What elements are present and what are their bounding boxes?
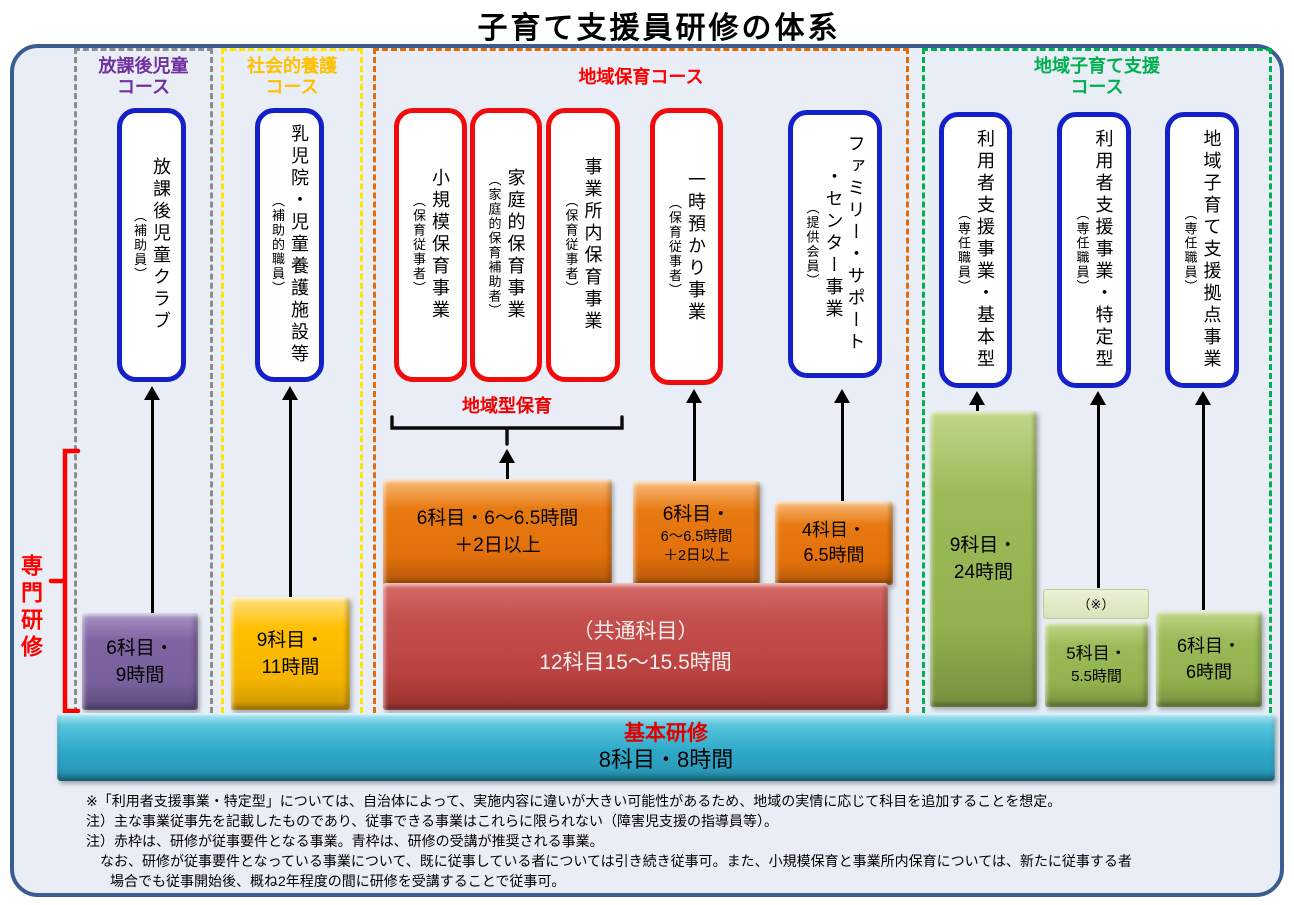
program-role: （専任職員）: [956, 206, 971, 294]
program-name: ファミリー・サポート ・センター事業: [823, 134, 866, 354]
training-box-support-specific-line1: 5科目・: [1066, 644, 1127, 663]
program-box-home-childcare: 家庭的保育事業（家庭的保育補助者）: [470, 108, 542, 382]
red-bracket-icon: [48, 448, 81, 714]
program-name: 家庭的保育事業: [505, 168, 526, 322]
program-box-user-support-basic: 利用者支援事業・基本型 （専任職員）: [939, 112, 1012, 388]
arrow-temporary-icon: [686, 389, 702, 481]
footnote-line: 注）主な事業従事先を記載したものであり、従事できる事業はこれらに限られない（障害…: [86, 813, 779, 829]
program-box-family-support-center: ファミリー・サポート ・センター事業（提供会員）: [788, 110, 882, 378]
arrow-after-school-icon: [144, 386, 160, 613]
training-box-after-school: 6科目・ 9時間: [82, 613, 198, 710]
program-name: 事業所内保育事業: [582, 157, 603, 333]
program-name: 乳児院・児童養護施設等: [289, 124, 309, 366]
footnote-line: 注）赤枠は、研修が従事要件となる事業。青枠は、研修の受講が推奨される事業。: [86, 833, 604, 849]
section-regional-support-label: 地域子育て支援 コース: [1034, 56, 1160, 97]
section-social-care-label: 社会的養護 コース: [247, 56, 337, 97]
specialized-training-label: 専門研修: [18, 554, 43, 662]
program-role: （専任職員）: [1182, 206, 1198, 294]
program-name: 地域子育て支援拠点事業: [1201, 129, 1222, 371]
program-role: （補助的職員）: [270, 194, 285, 296]
arrow-social-care-icon: [282, 386, 298, 597]
training-box-support-specific: 5科目・ 5.5時間: [1045, 622, 1148, 707]
page-title: 子育て支援員研修の体系: [477, 12, 841, 45]
arrow-community-base-icon: [1195, 391, 1211, 610]
footnotes: ※「利用者支援事業・特定型」については、自治体によって、実施内容に違いが大きい可…: [86, 791, 1266, 891]
training-box-social-care: 9科目・ 11時間: [231, 597, 350, 710]
section-after-school-label: 放課後児童 コース: [98, 56, 189, 97]
basic-training-bar: 基本研修 8科目・8時間: [57, 713, 1275, 781]
program-name: 一時預かり事業: [686, 169, 706, 324]
program-box-temporary-childcare: 一時預かり事業 （保育従事者）: [650, 108, 723, 385]
section-regional-support-course: 地域子育て支援 コース: [922, 48, 1272, 713]
basic-training-title: 基本研修: [624, 722, 708, 745]
arrow-family-support-icon: [834, 389, 850, 501]
regional-type-childcare-label: 地域型保育: [462, 396, 552, 416]
program-role: （家庭的保育補助者）: [486, 172, 502, 318]
program-name: 利用者支援事業・基本型: [975, 129, 995, 371]
training-box-family-support: 4科目・ 6.5時間: [775, 501, 893, 585]
program-box-onsite-childcare: 事業所内保育事業（保育従事者）: [546, 108, 620, 382]
note-mark-box: （※）: [1043, 589, 1149, 619]
training-box-support-specific-line2: 5.5時間: [1071, 668, 1122, 685]
training-box-community-base: 6科目・ 6時間: [1156, 611, 1262, 707]
section-after-school-course: 放課後児童 コース: [74, 48, 213, 713]
program-box-community-childcare-base: 地域子育て支援拠点事業（専任職員）: [1165, 112, 1239, 388]
brace-bracket-icon: [390, 415, 624, 446]
program-box-small-scale-childcare: 小規模保育事業 （保育従事者）: [394, 108, 467, 382]
arrow-support-basic-icon: [969, 391, 985, 411]
basic-training-hours: 8科目・8時間: [598, 747, 734, 772]
footnote-line: ※「利用者支援事業・特定型」については、自治体によって、実施内容に違いが大きい可…: [86, 793, 1062, 809]
program-role: （保育従事者）: [667, 195, 682, 298]
training-box-common-subjects: （共通科目） 12科目15～15.5時間: [383, 583, 888, 710]
program-role: （提供会員）: [804, 200, 820, 288]
arrow-regional-type-icon: [499, 449, 515, 480]
program-box-infant-home: 乳児院・児童養護施設等 （補助的職員）: [255, 108, 324, 382]
training-box-regional-type: 6科目・6～6.5時間 ＋2日以上: [383, 479, 612, 585]
program-name: 利用者支援事業・特定型: [1093, 129, 1114, 371]
footnote-line: なお、研修が従事要件となっている事業について、既に従事している者については引き続…: [100, 853, 1132, 869]
section-regional-childcare-label: 地域保育コース: [578, 67, 704, 87]
program-name: 放課後児童クラブ: [151, 157, 171, 333]
program-role: （保育従事者）: [563, 194, 579, 296]
section-regional-childcare-course: 地域保育コース: [373, 48, 909, 713]
program-role: （専任職員）: [1074, 206, 1090, 294]
training-box-temporary-line2: 6～6.5時間 ＋2日以上: [660, 528, 733, 564]
footnote-line: 場合でも従事開始後、概ね2年程度の間に研修を受講することで従事可。: [110, 873, 566, 889]
training-box-temporary: 6科目・ 6～6.5時間 ＋2日以上: [633, 481, 760, 585]
arrow-support-specific-icon: [1090, 391, 1106, 588]
program-name: 小規模保育事業: [430, 168, 450, 322]
section-social-care-course: 社会的養護 コース: [221, 48, 363, 713]
program-box-user-support-specific: 利用者支援事業・特定型（専任職員）: [1057, 112, 1131, 388]
training-box-temporary-line1: 6科目・: [662, 503, 731, 525]
program-box-after-school-club: 放課後児童クラブ （補助員）: [117, 108, 186, 382]
program-role: （保育従事者）: [411, 194, 426, 296]
program-role: （補助員）: [132, 208, 147, 282]
training-box-support-basic: 9科目・ 24時間: [930, 411, 1037, 707]
